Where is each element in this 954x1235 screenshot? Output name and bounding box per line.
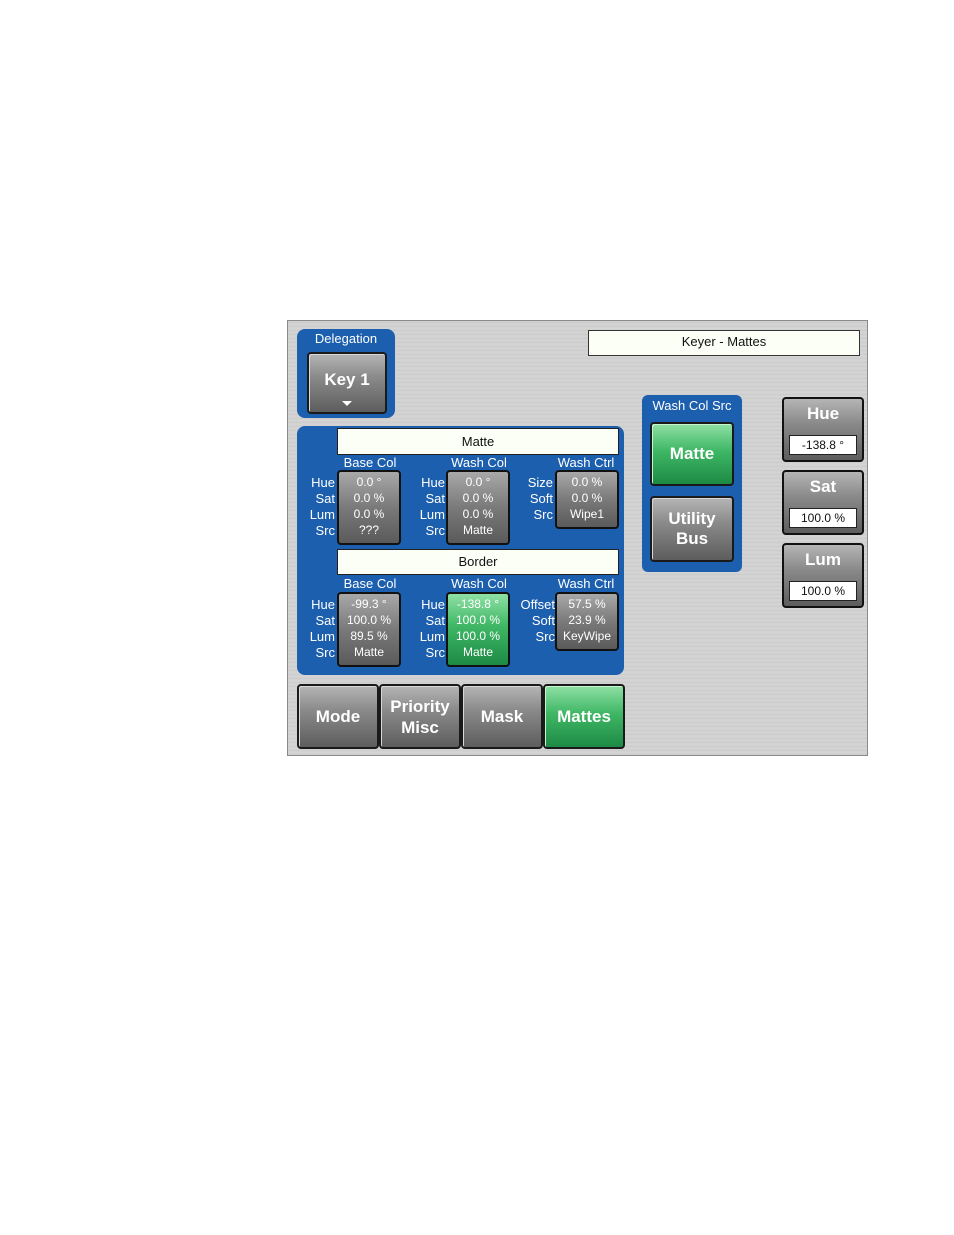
lum-param-label: Lum xyxy=(805,550,841,569)
keyer-mattes-screen: Delegation Key 1 Keyer - Mattes Matte Ba… xyxy=(287,320,868,756)
delegation-label: Delegation xyxy=(314,331,378,346)
delegation-panel: Delegation Key 1 xyxy=(297,329,395,418)
hue-param[interactable]: Hue -138.8 ° xyxy=(782,397,864,462)
border-wash-ctrl-header: Wash Ctrl xyxy=(557,576,615,591)
lum-param[interactable]: Lum 100.0 % xyxy=(782,543,864,608)
hue-param-value: -138.8 ° xyxy=(789,435,857,455)
page-title: Keyer - Mattes xyxy=(588,330,860,356)
sat-param[interactable]: Sat 100.0 % xyxy=(782,470,864,535)
key-1-delegation-button[interactable]: Key 1 xyxy=(307,352,387,414)
wash-col-src-panel: Wash Col Src Matte Utility Bus xyxy=(642,395,742,572)
matte-section-title: Matte xyxy=(337,428,619,455)
matte-wash-col-button[interactable]: 0.0 °0.0 % 0.0 %Matte xyxy=(446,470,510,545)
wash-src-matte-button[interactable]: Matte xyxy=(650,422,734,486)
border-wash-ctrl-button[interactable]: 57.5 %23.9 % KeyWipe xyxy=(555,592,619,651)
matte-wash-ctrl-header: Wash Ctrl xyxy=(557,455,615,470)
wash-src-utility-bus-button[interactable]: Utility Bus xyxy=(650,496,734,562)
dropdown-caret-icon xyxy=(342,401,352,406)
tab-mattes[interactable]: Mattes xyxy=(543,684,625,749)
wash-col-src-label: Wash Col Src xyxy=(652,398,732,413)
tab-priority-misc[interactable]: Priority Misc xyxy=(379,684,461,749)
matte-wash-ctrl-button[interactable]: 0.0 %0.0 % Wipe1 xyxy=(555,470,619,529)
matte-wash-col-header: Wash Col xyxy=(451,455,507,470)
matte-base-col-header: Base Col xyxy=(343,455,397,470)
tab-mask[interactable]: Mask xyxy=(461,684,543,749)
border-base-col-button[interactable]: -99.3 °100.0 % 89.5 %Matte xyxy=(337,592,401,667)
sat-param-value: 100.0 % xyxy=(789,508,857,528)
border-wash-col-header: Wash Col xyxy=(451,576,507,591)
sat-param-label: Sat xyxy=(809,477,837,496)
lum-param-value: 100.0 % xyxy=(789,581,857,601)
key-1-label: Key 1 xyxy=(324,370,370,389)
border-section-title: Border xyxy=(337,549,619,575)
matte-base-col-button[interactable]: 0.0 °0.0 % 0.0 %??? xyxy=(337,470,401,545)
tab-mode[interactable]: Mode xyxy=(297,684,379,749)
hue-param-label: Hue xyxy=(806,404,840,423)
border-base-col-header: Base Col xyxy=(343,576,397,591)
border-wash-col-button[interactable]: -138.8 °100.0 % 100.0 %Matte xyxy=(446,592,510,667)
